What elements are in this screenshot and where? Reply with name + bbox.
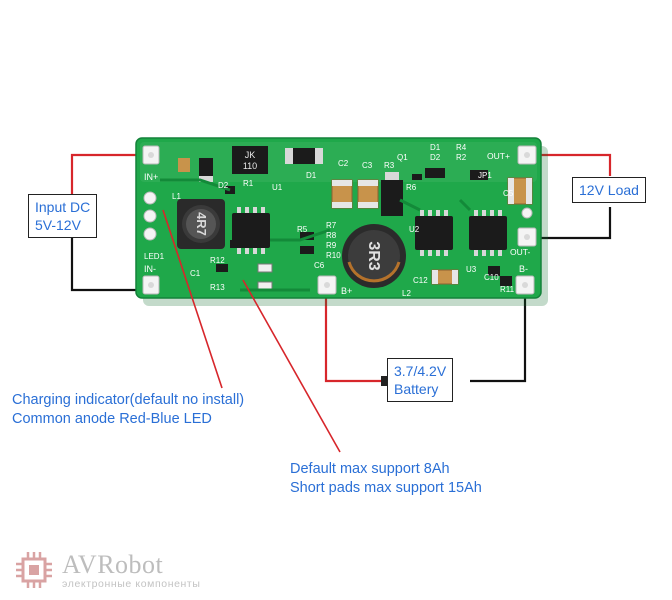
label-in-minus: IN- [144,264,156,274]
battery-positive-wire [324,288,386,383]
small-smd-parts [216,168,512,291]
svg-text:L1: L1 [172,192,181,201]
support-callout [242,279,341,453]
q1-transistor [381,172,403,216]
label-out-minus: OUT- [510,247,530,257]
svg-text:D2: D2 [430,153,441,162]
svg-text:R12: R12 [210,256,225,265]
indicator-annotation: Charging indicator(default no install) C… [12,391,244,429]
svg-text:Q1: Q1 [397,153,408,162]
pad-led-3 [143,227,157,241]
inductor-l2 [342,224,406,288]
svg-text:R4: R4 [456,143,467,152]
ic-u1 [232,207,270,254]
svg-text:D1: D1 [430,143,441,152]
label-in-plus: IN+ [144,172,158,182]
load-text: 12V Load [579,182,639,198]
support-annotation: Default max support 8Ah Short pads max s… [290,460,482,498]
d1-diode [285,148,323,164]
label-b-minus: B- [519,264,528,274]
jk-chip-line2: 110 [243,161,257,171]
battery-label: 3.7/4.2V Battery [387,358,454,402]
callouts [162,209,341,453]
logo-subtitle: электронные компоненты [62,578,201,590]
svg-text:R8: R8 [326,231,337,240]
svg-text:R13: R13 [210,283,225,292]
pcb-board: JK 110 IN+ IN- LED1 [135,137,548,306]
battery-connector [381,376,387,386]
inductor-l1-marking: 4R7 [194,212,209,236]
input-wires [70,153,143,292]
traces [160,178,472,292]
support-line1: Default max support 8Ah [290,461,450,477]
d2-diode [199,158,213,182]
svg-text:R2: R2 [456,153,467,162]
pad-led-2 [143,209,157,223]
cap-c1 [178,158,190,172]
jk110-chip: JK 110 [232,146,268,174]
ic-u3 [469,210,507,256]
avrobot-logo: AVRobot электронные компоненты [10,548,230,592]
label-b-plus: B+ [341,286,352,296]
inductor-l1 [177,199,225,249]
load-negative-wire [540,207,612,240]
input-dc-line2: 5V-12V [35,217,81,233]
logo-title: AVRobot [62,550,164,579]
svg-text:R5: R5 [297,225,308,234]
inductor-l2-marking: 3R3 [365,241,382,270]
input-negative-wire [70,236,143,292]
load-label: 12V Load [572,177,646,203]
silkscreen: IN+ IN- LED1 OUT+ OUT- B+ B- L1 D2 R1 U1… [144,143,530,298]
svg-text:R9: R9 [326,241,337,250]
load-wires [540,153,612,240]
svg-text:R11: R11 [500,285,515,294]
svg-text:R1: R1 [243,179,254,188]
battery-line1: 3.7/4.2V [394,363,447,379]
jk-chip-line1: JK [245,150,256,160]
svg-text:D2: D2 [218,181,229,190]
svg-text:JP1: JP1 [478,171,492,180]
indicator-line1: Charging indicator(default no install) [12,392,245,408]
label-led1: LED1 [144,252,165,261]
pad-hole-out [521,207,533,219]
svg-text:R10: R10 [326,251,341,260]
svg-text:C1: C1 [190,269,201,278]
input-dc-label: Input DC 5V-12V [28,194,98,238]
capacitors [178,158,533,285]
svg-text:U3: U3 [466,265,477,274]
svg-text:R6: R6 [406,183,417,192]
svg-text:L2: L2 [402,289,411,298]
pad-led-1 [143,191,157,205]
svg-text:R7: R7 [326,221,337,230]
ic-u2 [415,210,453,256]
svg-text:C6: C6 [314,261,325,270]
input-dc-line1: Input DC [35,199,91,215]
battery-line2: Battery [394,381,439,397]
battery-wires [324,288,527,383]
svg-text:C10: C10 [484,273,499,282]
input-positive-wire [70,153,143,194]
svg-text:U2: U2 [409,225,420,234]
load-positive-wire [540,153,612,176]
indicator-line2: Common anode Red-Blue LED [12,411,212,427]
svg-text:R3: R3 [384,161,395,170]
label-out-plus: OUT+ [487,151,510,161]
svg-text:D1: D1 [306,171,317,180]
battery-negative-wire [470,288,527,383]
svg-text:C3: C3 [362,161,373,170]
chip-logo-icon [16,552,52,588]
svg-text:C2: C2 [338,159,349,168]
svg-text:C12: C12 [413,276,428,285]
svg-text:U1: U1 [272,183,283,192]
indicator-callout [162,209,223,389]
svg-text:C5: C5 [503,189,514,198]
support-line2: Short pads max support 15Ah [290,480,482,496]
